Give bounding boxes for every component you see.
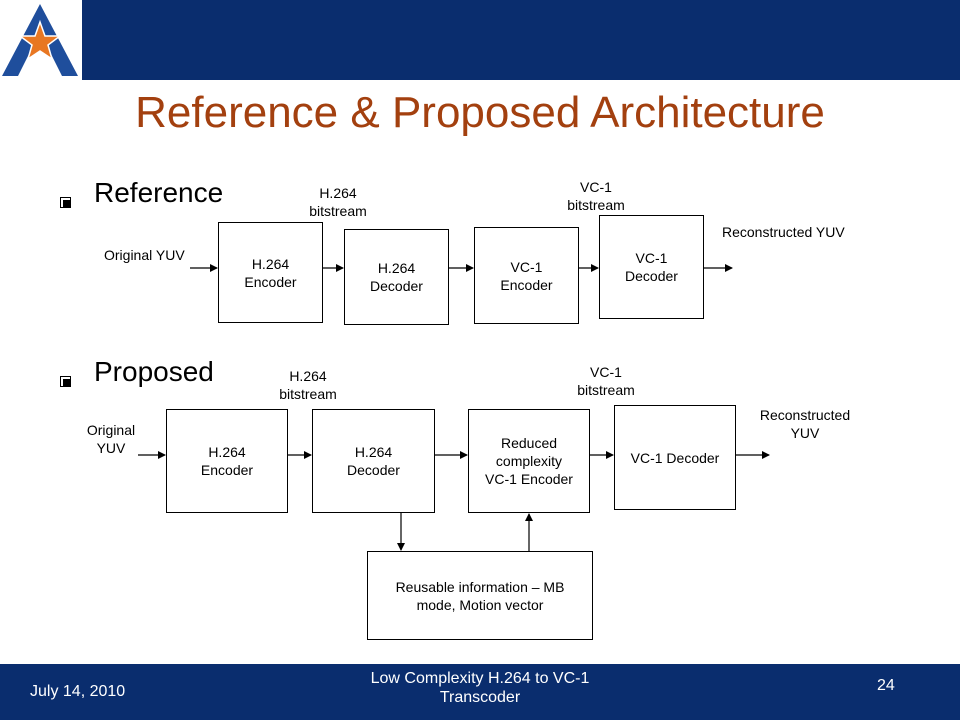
star-a-logo-icon [2,4,78,76]
footer-page-number: 24 [877,677,895,694]
proposed-heading: Proposed [94,356,214,387]
slide-title: Reference & Proposed Architecture [135,88,825,137]
ref-input-label: Original YUV [104,247,185,263]
reference-heading: Reference [94,177,224,208]
bullet-icon [60,197,71,208]
ref-output-label: Reconstructed YUV [722,224,845,240]
prop-vc1-decoder-block: VC-1 Decoder [614,405,736,510]
footer-date: July 14, 2010 [30,683,126,700]
header-bar [0,0,960,80]
university-logo [0,0,82,80]
footer-bar: July 14, 2010 Low Complexity H.264 to VC… [0,664,960,720]
bullet-icon [60,376,71,387]
